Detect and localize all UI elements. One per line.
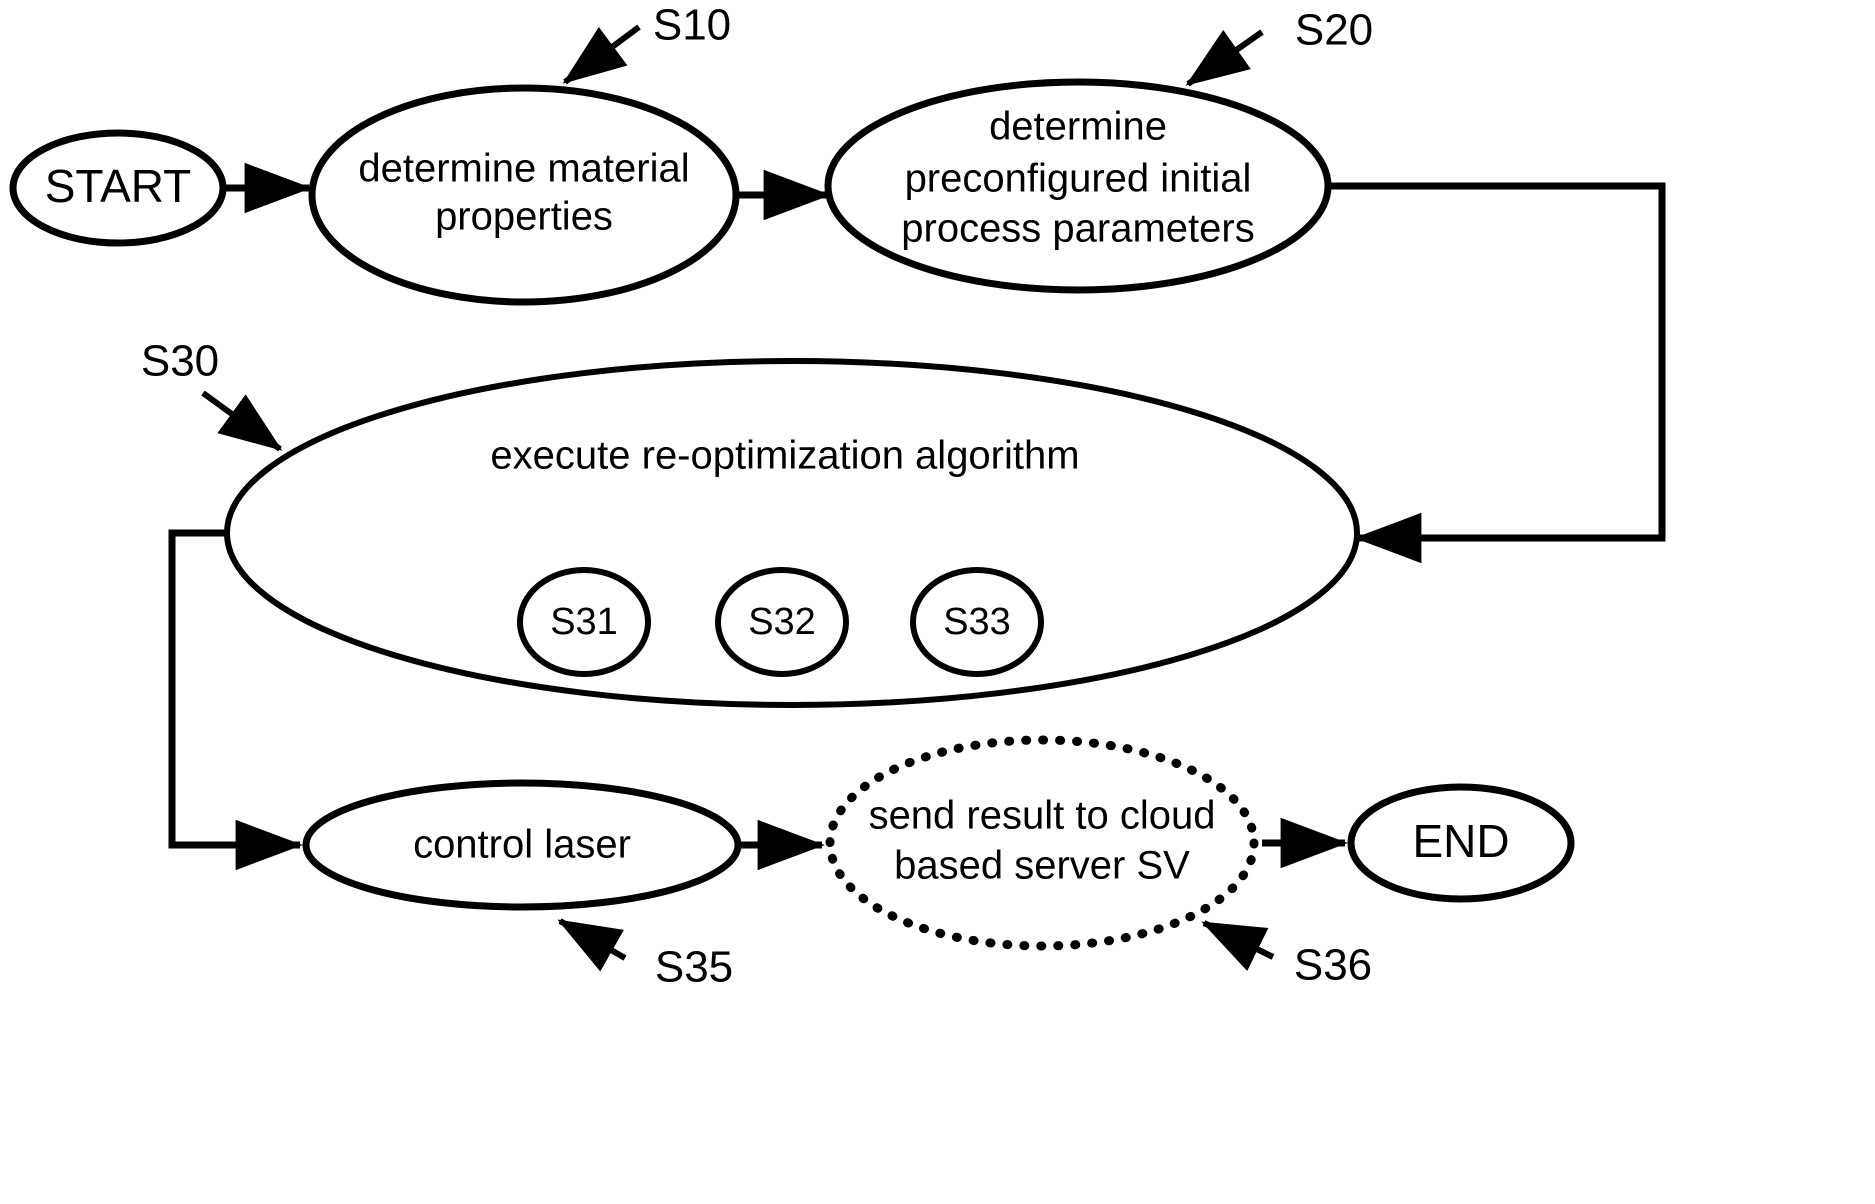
- s10-ellipse: [308, 84, 740, 306]
- node-start[interactable]: START: [9, 129, 227, 247]
- ref-label-s35: S35: [655, 943, 733, 992]
- ref-label-s20: S20: [1295, 6, 1373, 55]
- start-label: START: [45, 160, 192, 212]
- s20-label-line2: preconfigured initial: [905, 157, 1252, 201]
- s36-label-line2: based server SV: [894, 844, 1190, 888]
- s36-ellipse: [825, 735, 1259, 951]
- node-s31[interactable]: S31: [517, 567, 651, 677]
- s20-label-line3: process parameters: [901, 207, 1254, 251]
- connector-s20-to-s30: [1328, 182, 1666, 564]
- s36-label-line1: send result to cloud: [869, 794, 1216, 838]
- s20-label-line1: determine: [989, 105, 1167, 149]
- node-determine-initial-process-parameters[interactable]: determine preconfigured initial process …: [824, 78, 1332, 294]
- s20-ellipse: [824, 78, 1332, 294]
- ref-label-s36: S36: [1294, 941, 1372, 990]
- s33-ellipse: [910, 567, 1044, 677]
- node-send-result-to-cloud-server[interactable]: send result to cloud based server SV: [825, 735, 1259, 951]
- s31-label: S31: [550, 601, 618, 643]
- s10-label-line2: properties: [435, 195, 613, 239]
- ref-label-s30: S30: [141, 337, 219, 386]
- leader-arrow-s36: [1201, 920, 1275, 972]
- s32-ellipse: [715, 567, 849, 677]
- s30-ellipse: [224, 358, 1360, 708]
- s33-label: S33: [943, 601, 1011, 643]
- node-end[interactable]: END: [1347, 783, 1575, 903]
- s10-label-line1: determine material: [358, 147, 689, 191]
- s31-ellipse: [517, 567, 651, 677]
- s30-label: execute re-optimization algorithm: [490, 434, 1079, 478]
- start-ellipse: [9, 129, 227, 247]
- connector-s30-to-s35: [168, 529, 303, 871]
- end-label: END: [1412, 815, 1509, 867]
- node-determine-material-properties[interactable]: determine material properties: [308, 84, 740, 306]
- leader-arrow-s20: [1185, 29, 1264, 87]
- ref-label-s10: S10: [653, 1, 731, 50]
- s32-label: S32: [748, 601, 816, 643]
- node-s33[interactable]: S33: [910, 567, 1044, 677]
- end-ellipse: [1347, 783, 1575, 903]
- s35-label: control laser: [413, 823, 631, 867]
- s35-ellipse: [302, 779, 742, 911]
- node-control-laser[interactable]: control laser: [302, 779, 742, 911]
- leader-arrow-s10: [562, 24, 641, 85]
- leader-arrow-s30: [201, 390, 283, 452]
- node-execute-reoptimization-algorithm[interactable]: execute re-optimization algorithm: [224, 358, 1360, 708]
- node-s32[interactable]: S32: [715, 567, 849, 677]
- leader-arrow-s35: [557, 918, 627, 972]
